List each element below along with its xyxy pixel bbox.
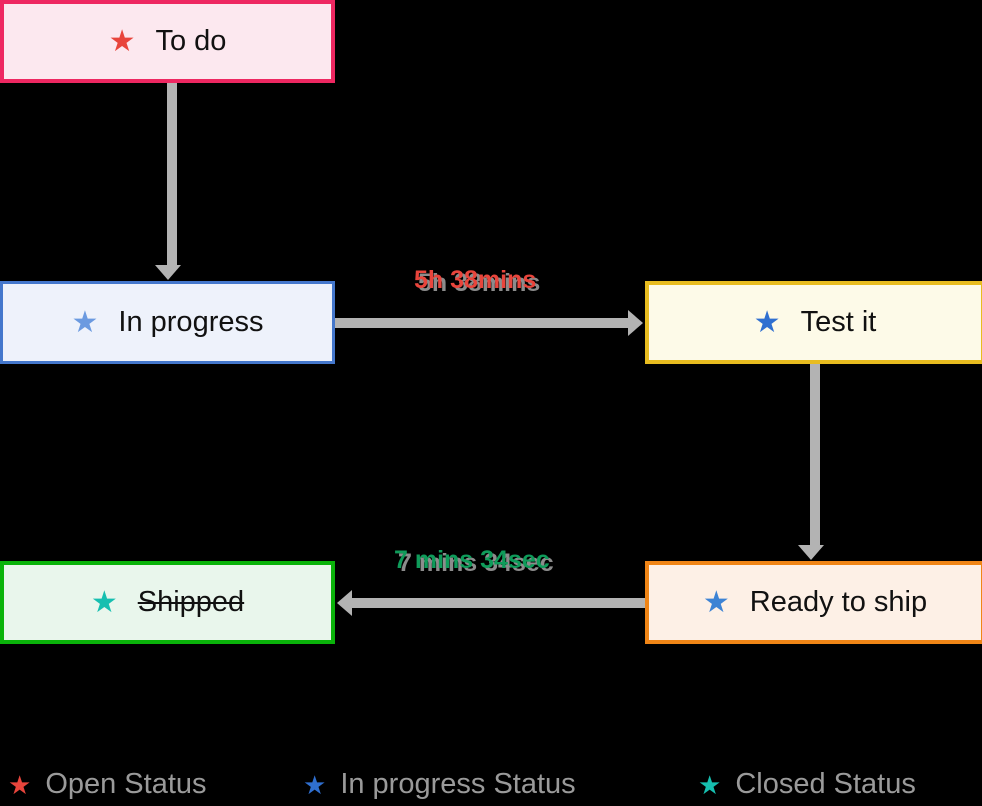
node-label: Ready to ship	[749, 586, 928, 618]
node-label: Shipped	[137, 586, 245, 618]
edge-label-text: 5h 38mins	[414, 266, 537, 294]
edge-todo-to-inprogress-arrowhead	[155, 265, 181, 280]
star-icon: ★	[698, 769, 722, 800]
star-icon: ★	[8, 769, 32, 800]
edge-todo-to-inprogress-line	[167, 83, 177, 267]
edge-label-shadow: 7 mins 34sec	[398, 549, 554, 577]
star-icon: ★	[71, 305, 99, 339]
legend-item-closed-status: ★ Closed Status	[698, 770, 916, 799]
edge-inprogress-to-testit-arrowhead	[628, 310, 643, 336]
node-label: Test it	[800, 306, 877, 338]
legend: ★ Open Status ★ In progress Status ★ Clo…	[0, 770, 982, 806]
edge-readytoship-to-shipped-line	[352, 598, 645, 608]
node-ready-to-ship[interactable]: ★ Ready to ship	[645, 561, 982, 644]
star-icon: ★	[753, 305, 781, 339]
legend-item-label: Closed Status	[735, 768, 916, 800]
node-todo[interactable]: ★ To do	[0, 0, 335, 83]
star-icon: ★	[90, 585, 118, 619]
legend-item-label: Open Status	[45, 768, 207, 800]
edge-label-text: 7 mins 34sec	[394, 546, 550, 574]
node-in-progress[interactable]: ★ In progress	[0, 281, 335, 364]
legend-item-in-progress-status: ★ In progress Status	[303, 770, 576, 799]
edge-label-readytoship-to-shipped: 7 mins 34sec 7 mins 34sec	[394, 546, 554, 577]
legend-item-label: In progress Status	[340, 768, 576, 800]
edge-inprogress-to-testit-line	[335, 318, 630, 328]
legend-item-open-status: ★ Open Status	[8, 770, 207, 799]
star-icon: ★	[702, 585, 730, 619]
node-shipped[interactable]: ★ Shipped	[0, 561, 335, 644]
edge-testit-to-readytoship-arrowhead	[798, 545, 824, 560]
star-icon: ★	[108, 24, 136, 58]
node-test-it[interactable]: ★ Test it	[645, 281, 982, 364]
edge-label-shadow: 5h 38mins	[418, 269, 541, 297]
edge-label-inprogress-to-testit: 5h 38mins 5h 38mins	[414, 266, 540, 297]
edge-readytoship-to-shipped-arrowhead	[337, 590, 352, 616]
edge-testit-to-readytoship-line	[810, 364, 820, 548]
star-icon: ★	[303, 769, 327, 800]
node-label: To do	[155, 25, 227, 57]
node-label: In progress	[118, 306, 264, 338]
